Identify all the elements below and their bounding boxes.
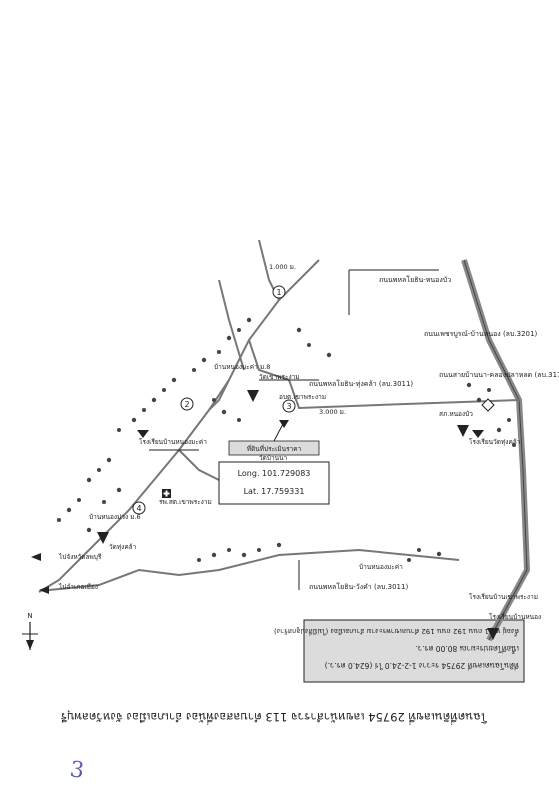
coords-box (218, 461, 330, 505)
school-icon (137, 430, 484, 438)
place-city-right: โรงเรียนบ้านหนอง (489, 613, 541, 621)
road-label-3: ถนนสายบ้านนา-คลองปลาหลด (ลบ.3170) (439, 371, 559, 379)
distance-label-2: 1.000 ม. (269, 263, 296, 271)
road-label-arrows (149, 269, 439, 590)
hospital-icon (162, 489, 171, 498)
place-temple-left: วัดทุ่งคล้า (109, 543, 137, 551)
place-school-mid: โรงเรียนบ้านหนองมะค่า (139, 438, 207, 446)
info-line-2: เนื้อที่โดยประมาณ 80.00 ตร.ว. (416, 644, 519, 654)
svg-text:1: 1 (276, 288, 281, 297)
svg-text:3: 3 (286, 402, 291, 411)
house-symbols (57, 317, 516, 562)
place-village-6: บ้านหนองม่วง ม.6 (89, 513, 141, 521)
subject-label: ที่ดินที่ประเมินราคา (247, 444, 302, 453)
info-box (303, 619, 525, 683)
place-village-8: บ้านหนองมะค่า ม.8 (214, 363, 270, 371)
distance-label-1: 3.000 ม. (319, 408, 346, 416)
coords-long: Long. 101.729083 (238, 469, 311, 478)
marker-1: 1 (272, 285, 286, 299)
place-police: สภ.หนองบัว (439, 410, 473, 418)
map-title: โฉนดที่ดินเลขที่ 29754 เลขหน้าสำรวจ 113 … (61, 710, 487, 725)
info-line-1: ที่ดินโฉนดเลขที่ 29754 ระวาง 1-2-24.0 ไร… (325, 661, 519, 671)
place-hospital: รพ.สต.เขาพระงาม (159, 498, 212, 506)
place-temple-mid: วัดเขาพระงาม (259, 373, 300, 381)
svg-text:2: 2 (184, 400, 189, 409)
marker-2: 2 (180, 397, 194, 411)
north-arrow-icon: N (22, 612, 38, 650)
place-school-right: โรงเรียนวัดทุ่งคล้า (469, 438, 521, 446)
svg-text:4: 4 (136, 504, 141, 513)
place-village-left2: ไปอำเภอเมือง (58, 583, 98, 591)
marker-3: 3 (282, 399, 296, 413)
temple-icon (97, 390, 499, 640)
svg-text:N: N (27, 612, 32, 620)
road-label-1: ถนนพหลโยธิน-หนองบัว (379, 275, 451, 284)
subject-marker-icon (279, 420, 289, 428)
road-label-5: ถนนพหลโยธิน-วังคำ (ลบ.3011) (309, 582, 408, 591)
highway-road (461, 259, 530, 642)
secondary-roads (38, 239, 520, 593)
direction-arrow-icon (31, 553, 49, 594)
road-label-2: ถนนพหลโยธิน-ทุ่งคล้า (ลบ.3011) (309, 379, 413, 388)
place-school-upper: โรงเรียนบ้านเขาพระงาม (469, 593, 538, 601)
road-label-4: ถนนเพชรบูรณ์-บ้านหนอง (ลบ.3201) (424, 330, 537, 338)
coords-lat: Lat. 17.759331 (244, 487, 305, 496)
place-village-bottom: ไปจังหวัดลพบุรี (58, 553, 102, 561)
place-office: อบต.เขาพระงาม (279, 393, 326, 401)
place-temple-lower: วัดบ้านนา (259, 454, 288, 462)
info-line-3: ตั้งอยู่ หมู่ 1 ถนน 192 ถนน 192 ตำบลเขาพ… (274, 627, 519, 638)
diamond-icon (481, 398, 495, 412)
marker-4: 4 (132, 501, 146, 515)
place-village-left: บ้านหนองมะค่า (359, 563, 403, 571)
